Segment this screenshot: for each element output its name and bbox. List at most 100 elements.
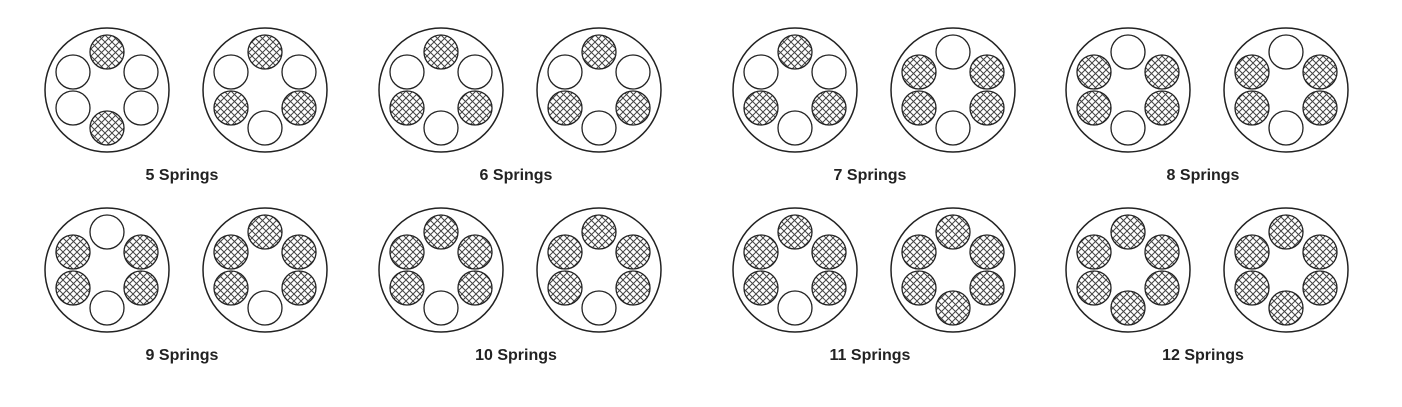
spring-filled: [547, 90, 583, 126]
spring-filled: [1234, 54, 1270, 90]
spring-plate: [202, 207, 328, 333]
configuration-label: 8 Springs: [1167, 167, 1240, 184]
spring-filled: [1144, 54, 1180, 90]
spring-slot-empty: [581, 110, 617, 146]
spring-slot-empty: [615, 54, 651, 90]
spring-filled: [547, 234, 583, 270]
spring-slot-empty: [423, 290, 459, 326]
spring-filled: [1144, 270, 1180, 306]
spring-filled: [1234, 270, 1270, 306]
spring-filled: [1144, 90, 1180, 126]
spring-plate: [44, 207, 170, 333]
spring-slot-empty: [935, 110, 971, 146]
spring-plate: [890, 27, 1016, 153]
spring-slot-empty: [247, 110, 283, 146]
spring-slot-empty: [123, 54, 159, 90]
spring-slot-empty: [389, 54, 425, 90]
spring-slot-empty: [1268, 110, 1304, 146]
configuration-label: 5 Springs: [146, 167, 219, 184]
spring-filled: [743, 270, 779, 306]
spring-slot-empty: [935, 34, 971, 70]
spring-plate: [732, 207, 858, 333]
spring-filled: [743, 234, 779, 270]
spring-slot-empty: [811, 54, 847, 90]
spring-filled: [1234, 90, 1270, 126]
spring-slot-empty: [581, 290, 617, 326]
spring-filled: [811, 270, 847, 306]
configuration-label: 6 Springs: [480, 167, 553, 184]
spring-filled: [901, 270, 937, 306]
spring-plate: [44, 27, 170, 153]
spring-slot-empty: [1110, 110, 1146, 146]
spring-filled: [1302, 54, 1338, 90]
spring-filled: [423, 214, 459, 250]
spring-filled: [457, 90, 493, 126]
spring-filled: [123, 234, 159, 270]
spring-slot-empty: [123, 90, 159, 126]
spring-slot-empty: [777, 110, 813, 146]
spring-filled: [1076, 90, 1112, 126]
spring-plate: [378, 207, 504, 333]
spring-slot-empty: [547, 54, 583, 90]
spring-filled: [901, 90, 937, 126]
spring-plate: [1065, 207, 1191, 333]
spring-slot-empty: [89, 290, 125, 326]
spring-filled: [811, 234, 847, 270]
spring-plate: [732, 27, 858, 153]
configuration-label: 11 Springs: [830, 347, 911, 364]
spring-plate: [1223, 207, 1349, 333]
spring-filled: [1076, 270, 1112, 306]
spring-filled: [1144, 234, 1180, 270]
spring-slot-empty: [89, 214, 125, 250]
spring-filled: [777, 34, 813, 70]
spring-filled: [969, 54, 1005, 90]
spring-filled: [89, 110, 125, 146]
spring-filled: [615, 90, 651, 126]
spring-filled: [1076, 234, 1112, 270]
spring-slot-empty: [213, 54, 249, 90]
spring-filled: [55, 234, 91, 270]
spring-filled: [581, 214, 617, 250]
spring-plate: [1223, 27, 1349, 153]
spring-plate: [536, 207, 662, 333]
spring-filled: [615, 270, 651, 306]
spring-filled: [281, 270, 317, 306]
spring-slot-empty: [55, 54, 91, 90]
spring-slot-empty: [1268, 34, 1304, 70]
spring-filled: [213, 90, 249, 126]
spring-filled: [969, 234, 1005, 270]
spring-slot-empty: [423, 110, 459, 146]
configuration-label: 9 Springs: [146, 347, 219, 364]
spring-filled: [935, 290, 971, 326]
spring-filled: [423, 34, 459, 70]
spring-filled: [389, 234, 425, 270]
configuration-label: 7 Springs: [834, 167, 907, 184]
spring-filled: [457, 270, 493, 306]
spring-filled: [743, 90, 779, 126]
spring-filled: [969, 90, 1005, 126]
spring-slot-empty: [281, 54, 317, 90]
spring-filled: [247, 34, 283, 70]
spring-slot-empty: [457, 54, 493, 90]
spring-filled: [389, 90, 425, 126]
spring-filled: [777, 214, 813, 250]
spring-filled: [247, 214, 283, 250]
spring-plate: [202, 27, 328, 153]
spring-plate: [536, 27, 662, 153]
spring-filled: [1234, 234, 1270, 270]
spring-filled: [1110, 214, 1146, 250]
spring-filled: [281, 234, 317, 270]
spring-filled: [547, 270, 583, 306]
spring-filled: [581, 34, 617, 70]
spring-filled: [901, 54, 937, 90]
spring-slot-empty: [743, 54, 779, 90]
configuration-label: 10 Springs: [475, 347, 557, 364]
spring-filled: [457, 234, 493, 270]
spring-filled: [389, 270, 425, 306]
spring-slot-empty: [247, 290, 283, 326]
spring-filled: [1302, 90, 1338, 126]
spring-filled: [969, 270, 1005, 306]
spring-filled: [55, 270, 91, 306]
configuration-label: 12 Springs: [1162, 347, 1244, 364]
spring-filled: [1110, 290, 1146, 326]
